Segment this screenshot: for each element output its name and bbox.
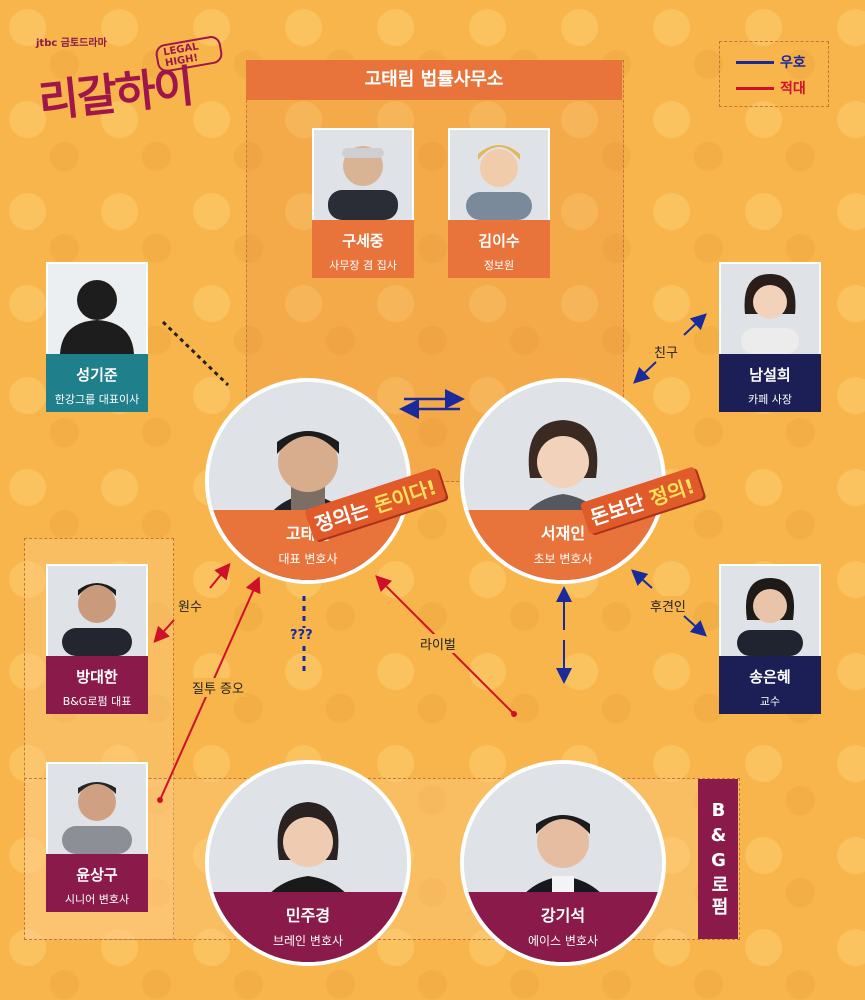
- label-guardian: 후견인: [648, 596, 688, 615]
- namebar-kim: 김이수 정보원: [448, 220, 550, 278]
- name-sung: 성기준: [76, 366, 118, 384]
- line-seo-nam-b: [633, 361, 657, 384]
- card-sung: 성기준 한강그룹 대표이사: [46, 262, 148, 412]
- name-kang: 강기석: [540, 906, 586, 925]
- line-seo-song-b: [683, 615, 707, 637]
- name-min: 민주경: [285, 906, 331, 925]
- namebar-bang: 방대한 B&G로펌 대표: [46, 656, 148, 714]
- photo-kim: [450, 130, 548, 220]
- circle-seo: 서재인 초보 변호사: [460, 378, 666, 584]
- label-friend: 친구: [652, 342, 680, 361]
- circle-kang: 강기석 에이스 변호사: [460, 760, 666, 966]
- role-bang: B&G로펌 대표: [62, 695, 132, 708]
- photo-gu: [314, 130, 412, 220]
- role-kang: 에이스 변호사: [527, 934, 599, 948]
- card-kim: 김이수 정보원: [448, 128, 550, 278]
- legend-friendly: 우호: [736, 52, 806, 72]
- legend-friendly-line: [736, 60, 774, 64]
- legend-friendly-label: 우호: [780, 55, 806, 71]
- namebar-song: 송은혜 교수: [719, 656, 821, 714]
- label-question: ???: [288, 628, 315, 643]
- namebar-nam: 남설희 카페 사장: [719, 354, 821, 412]
- photo-sung: [48, 264, 146, 354]
- photo-bang: [48, 566, 146, 656]
- card-bang: 방대한 B&G로펌 대표: [46, 564, 148, 714]
- person-silhouette-icon: [737, 578, 803, 656]
- role-sung: 한강그룹 대표이사: [54, 393, 140, 406]
- namebar-min: 민주경 브레인 변호사: [209, 892, 407, 962]
- label-jealous: 질투 증오: [190, 678, 246, 697]
- name-nam: 남설희: [749, 366, 791, 384]
- dot-yoon: [157, 797, 163, 803]
- legend-hostile: 적대: [736, 78, 806, 98]
- namebar-kang: 강기석 에이스 변호사: [464, 892, 662, 962]
- show-logo: jtbc 금토드라마 LEGAL HIGH! 리갈하이: [36, 30, 224, 128]
- namebar-gu: 구세중 사무장 겸 집사: [312, 220, 414, 278]
- card-yoon: 윤상구 시니어 변호사: [46, 762, 148, 912]
- circle-go: 고태림 대표 변호사: [205, 378, 411, 584]
- card-nam: 남설희 카페 사장: [719, 262, 821, 412]
- circle-min: 민주경 브레인 변호사: [205, 760, 411, 966]
- role-seo: 초보 변호사: [533, 552, 593, 566]
- law-firm-title: 고태림 법률사무소: [246, 60, 622, 100]
- bg-firm-tag: B&G로펌: [698, 779, 738, 939]
- logo-brand: jtbc 금토드라마: [36, 38, 107, 49]
- name-kim: 김이수: [478, 232, 520, 250]
- photo-nam: [721, 264, 819, 354]
- role-nam: 카페 사장: [748, 393, 792, 406]
- person-silhouette-icon: [328, 146, 398, 220]
- dot-kang: [511, 711, 517, 717]
- name-bang: 방대한: [76, 668, 118, 686]
- label-rival: 라이벌: [418, 634, 458, 653]
- photo-yoon: [48, 764, 146, 854]
- namebar-sung: 성기준 한강그룹 대표이사: [46, 354, 148, 412]
- namebar-yoon: 윤상구 시니어 변호사: [46, 854, 148, 912]
- card-song: 송은혜 교수: [719, 564, 821, 714]
- line-seo-nam-a: [683, 313, 707, 336]
- role-kim: 정보원: [483, 259, 515, 272]
- role-yoon: 시니어 변호사: [64, 893, 130, 906]
- person-silhouette-icon: [741, 274, 799, 354]
- card-gu: 구세중 사무장 겸 집사: [312, 128, 414, 278]
- line-sung-go: [161, 320, 230, 387]
- label-enemy: 원수: [176, 596, 204, 615]
- legend-hostile-label: 적대: [780, 81, 806, 97]
- name-song: 송은혜: [749, 668, 791, 686]
- name-seo: 서재인: [540, 524, 586, 543]
- role-song: 교수: [759, 695, 781, 708]
- unknown-person-icon: [60, 280, 134, 354]
- photo-song: [721, 566, 819, 656]
- person-silhouette-icon: [62, 782, 132, 854]
- role-go: 대표 변호사: [278, 552, 338, 566]
- name-gu: 구세중: [342, 232, 384, 250]
- legend: 우호 적대: [719, 41, 829, 107]
- legend-hostile-line: [736, 86, 774, 90]
- person-silhouette-icon: [466, 145, 532, 220]
- line-go-bang-b: [153, 619, 175, 643]
- role-min: 브레인 변호사: [272, 934, 344, 948]
- name-yoon: 윤상구: [76, 866, 118, 884]
- person-silhouette-icon: [62, 583, 132, 656]
- role-gu: 사무장 겸 집사: [329, 259, 397, 272]
